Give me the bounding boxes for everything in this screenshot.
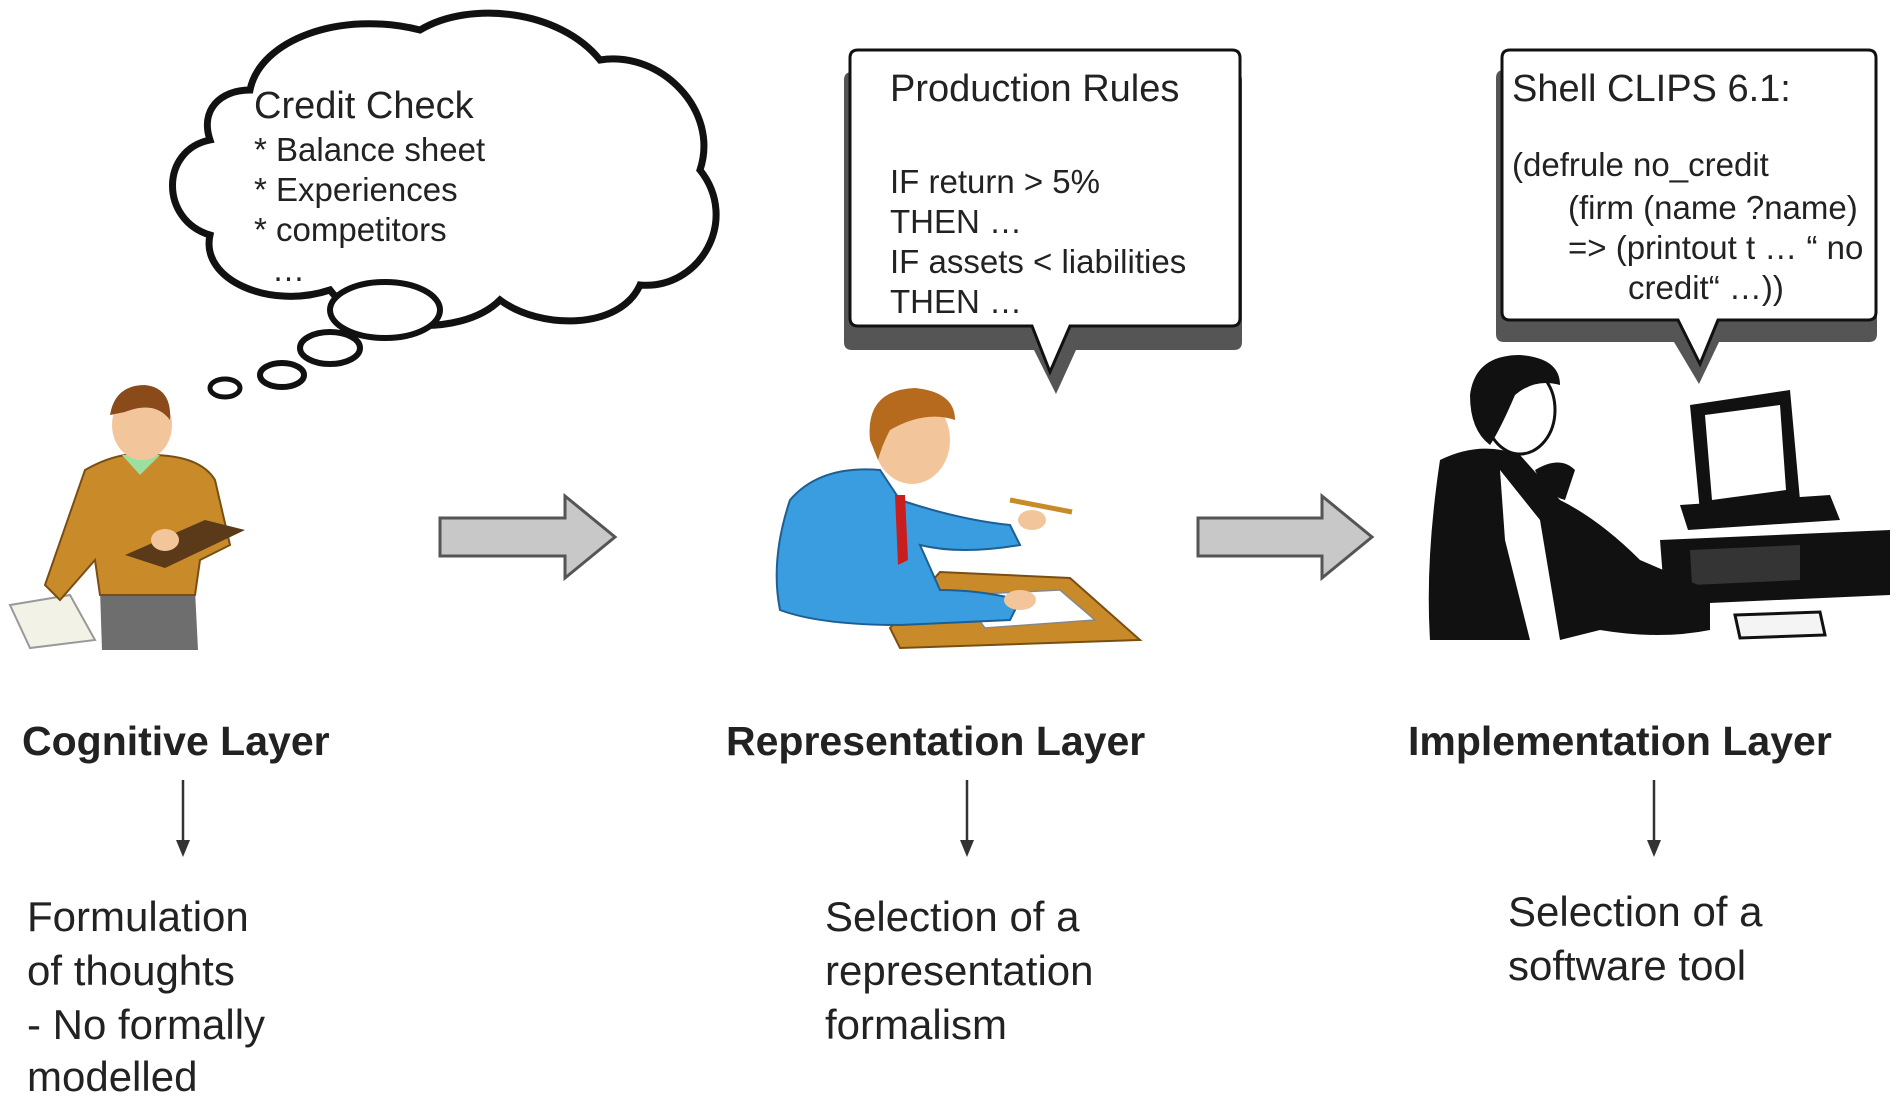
implementation-description-line: Selection of a (1508, 888, 1763, 935)
cognitive-description-line: Formulation (27, 893, 249, 940)
representation-rule-line: THEN … (890, 203, 1022, 240)
representation-layer-title: Representation Layer (726, 718, 1146, 764)
down-arrow-cognitive (176, 780, 190, 857)
flow-arrow-2 (1196, 492, 1375, 582)
down-arrow-representation (960, 780, 974, 857)
thought-cloud (169, 9, 720, 400)
speech-bubble-representation (844, 48, 1242, 394)
cloud-line: … (272, 251, 305, 288)
representation-description-line: representation (825, 947, 1094, 994)
representation-description-line: formalism (825, 1001, 1008, 1048)
implementation-layer-title: Implementation Layer (1408, 718, 1832, 764)
cognitive-layer-title: Cognitive Layer (22, 718, 330, 764)
flow-arrow-1 (438, 492, 618, 582)
representation-rule-line: IF assets < liabilities (890, 243, 1187, 280)
implementation-code-line: => (printout t … “ no (1568, 229, 1864, 266)
implementation-bubble-title: Shell CLIPS 6.1: (1512, 68, 1791, 110)
cloud-line: * Experiences (254, 171, 458, 208)
representation-bubble-title: Production Rules (890, 68, 1180, 110)
writing-man-illustration (775, 388, 1143, 650)
cloud-title: Credit Check (254, 85, 474, 127)
implementation-code-line: (firm (name ?name) (1568, 189, 1858, 226)
implementation-code-line: credit“ …)) (1628, 269, 1784, 306)
implementation-code-line: (defrule no_credit (1512, 146, 1769, 183)
thinking-man-illustration (8, 385, 245, 650)
implementation-description-line: software tool (1508, 942, 1747, 989)
representation-rule-line: IF return > 5% (890, 163, 1101, 200)
cloud-line: * Balance sheet (254, 131, 486, 168)
representation-description-line: Selection of a (825, 893, 1080, 940)
cognitive-description-line: of thoughts (27, 947, 235, 994)
representation-rule-line: THEN … (890, 283, 1022, 320)
cloud-line: * competitors (254, 211, 447, 248)
computer-man-illustration (1428, 355, 1890, 640)
down-arrow-implementation (1647, 780, 1661, 857)
cognitive-description-line: - No formally (27, 1001, 266, 1048)
cognitive-description-line: modelled (27, 1053, 198, 1100)
speech-bubble-implementation (1496, 48, 1878, 384)
